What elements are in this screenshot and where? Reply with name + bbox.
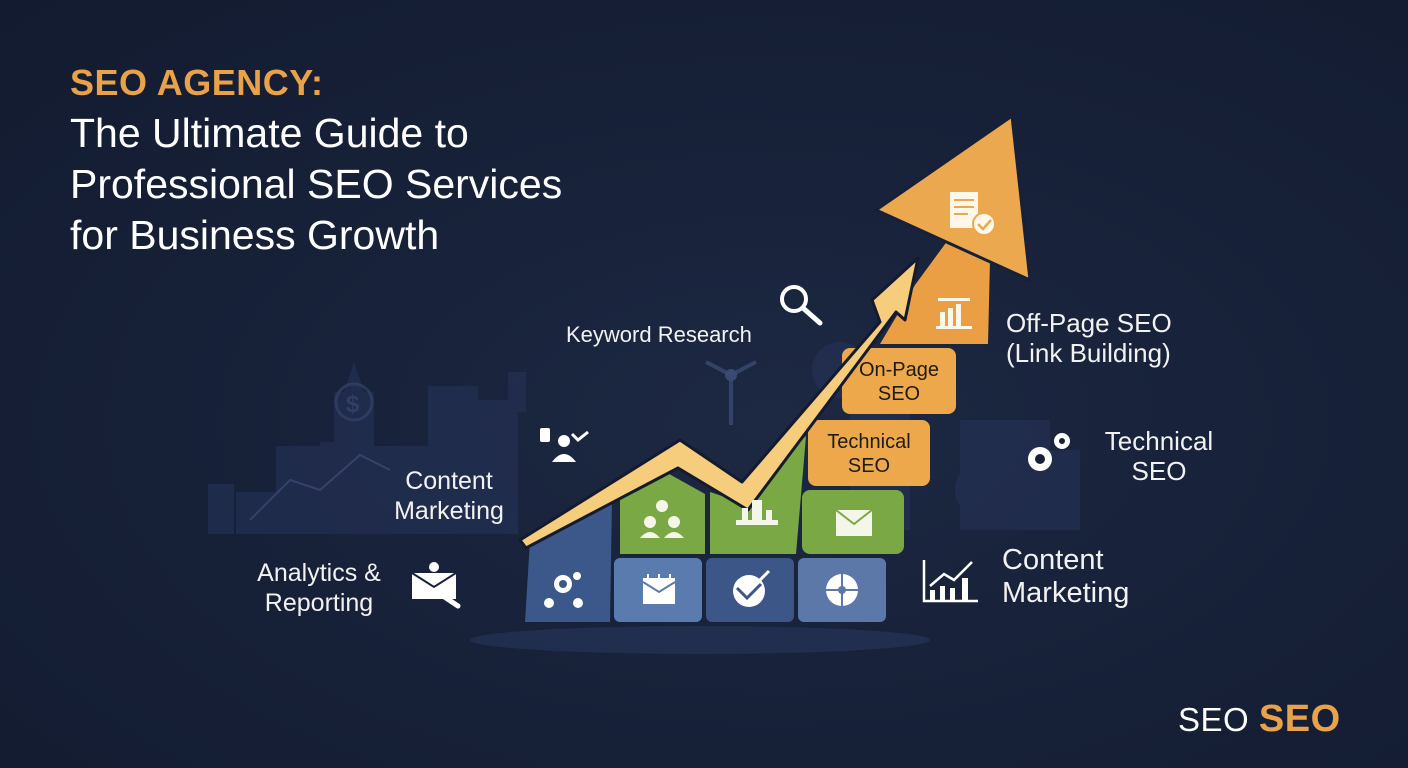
label-content-marketing-right: Content Marketing (1002, 544, 1129, 610)
block-technical-seo: Technical SEO (808, 430, 930, 478)
block-line: SEO (877, 383, 921, 405)
bar-chart-icon (936, 298, 972, 329)
team-icon (540, 428, 589, 462)
label-offpage-seo: Off-Page SEO (Link Building) (1006, 308, 1172, 368)
title-line-1: The Ultimate Guide to (70, 110, 469, 156)
city-building-icon (736, 500, 778, 525)
block-line: On-Page (858, 359, 940, 381)
orange-step-blocks (808, 240, 990, 486)
edit-check-icon (733, 569, 771, 607)
pie-chart-icon (826, 574, 858, 606)
title-line-3: for Business Growth (70, 212, 440, 258)
title-line-2: Professional SEO Services (70, 161, 563, 207)
label-technical-seo-right: Technical SEO (1092, 426, 1226, 486)
label-line: SEO (1131, 456, 1187, 486)
label-keyword-research: Keyword Research (566, 322, 752, 347)
label-line: Marketing (1002, 577, 1130, 609)
logo-text-white: SEO (1178, 701, 1250, 738)
svg-text:$: $ (346, 391, 360, 418)
label-line: (Link Building) (1006, 338, 1171, 368)
search-icon (780, 285, 823, 326)
block-onpage-seo: On-Page SEO (842, 358, 956, 406)
label-line: Reporting (264, 589, 374, 617)
envelope-icon (835, 509, 873, 536)
analytics-icon (411, 562, 461, 609)
page-title: The Ultimate Guide to Professional SEO S… (70, 108, 690, 261)
team-hierarchy-icon (640, 500, 684, 538)
calendar-mail-icon (642, 574, 676, 604)
block-line: Technical (827, 431, 911, 453)
label-analytics-reporting: Analytics & Reporting (246, 558, 392, 618)
chart-icon (922, 560, 978, 603)
eyebrow-title: SEO AGENCY: (70, 62, 324, 103)
label-line: Marketing (394, 497, 504, 525)
label-line: Off-Page SEO (1006, 308, 1172, 338)
label-line: Analytics & (257, 559, 381, 587)
label-line: Content (1002, 544, 1104, 576)
document-check-icon (950, 192, 996, 236)
logo-text-accent: SEO (1258, 698, 1341, 740)
label-line: Content (405, 467, 493, 495)
label-line: Technical (1104, 426, 1214, 456)
network-gear-icon (544, 572, 583, 608)
growth-arrow (518, 256, 920, 550)
brand-logo: SEO SEO (1178, 698, 1341, 741)
label-content-marketing-left: Content Marketing (382, 466, 516, 526)
block-line: SEO (847, 455, 891, 477)
gears-icon (1028, 433, 1070, 471)
